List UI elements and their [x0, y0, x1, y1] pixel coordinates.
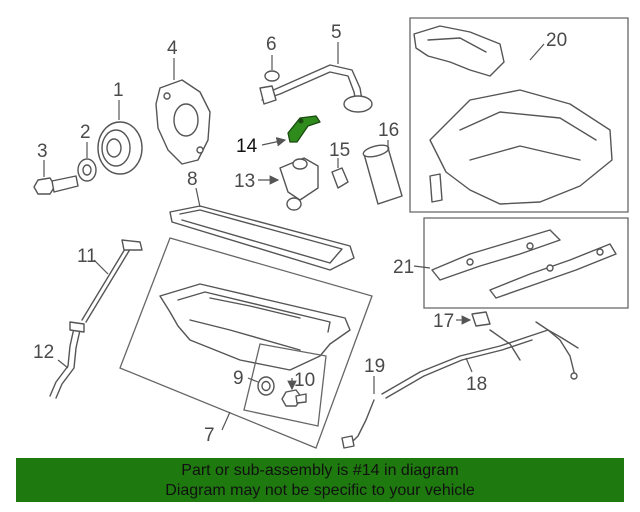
callout-1: 1	[113, 80, 124, 101]
callout-5: 5	[331, 22, 342, 43]
callout-16: 16	[378, 120, 399, 141]
callout-4: 4	[167, 38, 178, 59]
oil-pump	[155, 58, 211, 165]
callout-12: 12	[33, 342, 54, 363]
dipstick-tube	[49, 321, 85, 399]
callout-3: 3	[37, 141, 48, 162]
info-banner: Part or sub-assembly is #14 in diagram D…	[16, 458, 624, 502]
callout-18: 18	[466, 374, 487, 395]
callout-20: 20	[546, 30, 567, 51]
oil-pan	[159, 283, 351, 431]
banner-line-2: Diagram may not be specific to your vehi…	[165, 482, 475, 499]
bracket-13	[258, 157, 319, 211]
callout-11: 11	[77, 246, 97, 267]
manifold-gaskets	[413, 229, 617, 299]
callout-9: 9	[233, 368, 244, 389]
clip-17	[456, 311, 491, 327]
dipstick	[81, 239, 143, 323]
banner-line-1: Part or sub-assembly is #14 in diagram	[181, 462, 459, 479]
wiring-harness	[381, 321, 579, 399]
callout-19: 19	[364, 356, 385, 377]
intake-manifold-frame	[409, 17, 629, 213]
oil-pan-gasket	[169, 187, 355, 271]
crankshaft-pulley	[97, 100, 143, 175]
callout-6: 6	[266, 34, 277, 55]
callout-8: 8	[187, 169, 198, 190]
callout-7: 7	[204, 425, 215, 446]
intake-manifold	[413, 25, 613, 205]
adapter-15	[331, 158, 349, 189]
callout-15: 15	[329, 140, 350, 161]
sensor-19	[341, 376, 375, 449]
oil-pickup-tube	[259, 42, 373, 113]
oil-filter	[362, 140, 403, 205]
callout-21: 21	[393, 257, 414, 278]
callout-17: 17	[433, 311, 454, 332]
callout-13: 13	[234, 171, 255, 192]
drain-plug-frame	[243, 343, 327, 427]
oil-pan-frame	[119, 237, 373, 449]
manifold-gasket-frame	[423, 217, 629, 309]
front-seal	[77, 142, 97, 182]
drain-plug	[281, 378, 307, 407]
drain-plug-gasket	[247, 376, 275, 396]
tube-o-ring	[264, 55, 280, 82]
pulley-bolt	[33, 160, 79, 195]
highlighted-part-14[interactable]	[261, 115, 321, 147]
callout-10: 10	[294, 370, 315, 391]
callout-2: 2	[80, 122, 91, 143]
callout-14: 14	[236, 136, 258, 157]
